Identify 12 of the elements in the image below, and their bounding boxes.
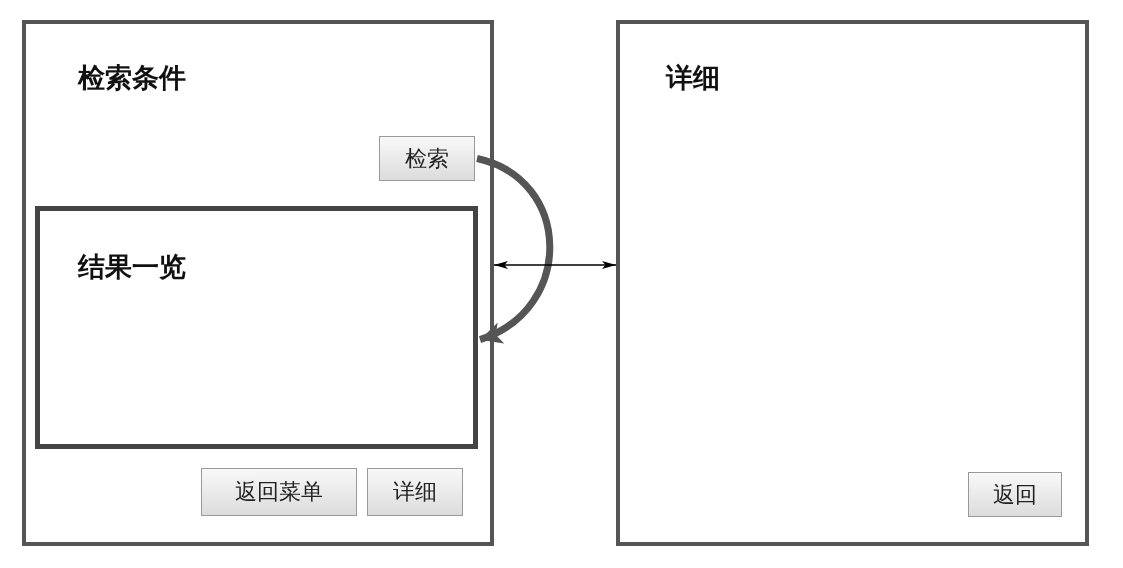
heading: 结果一览: [78, 250, 186, 284]
heading: 检索条件: [78, 61, 186, 95]
heading: 详细: [666, 61, 720, 95]
button: 返回: [968, 472, 1062, 517]
result-list-box: [35, 206, 478, 449]
screen-panel: [616, 20, 1089, 546]
button: 返回菜单: [201, 468, 357, 516]
double-arrow: [493, 261, 617, 269]
button: 详细: [367, 468, 463, 516]
screen-panel: [22, 20, 494, 546]
curved-arrow: [475, 155, 554, 343]
button: 检索: [379, 136, 475, 181]
